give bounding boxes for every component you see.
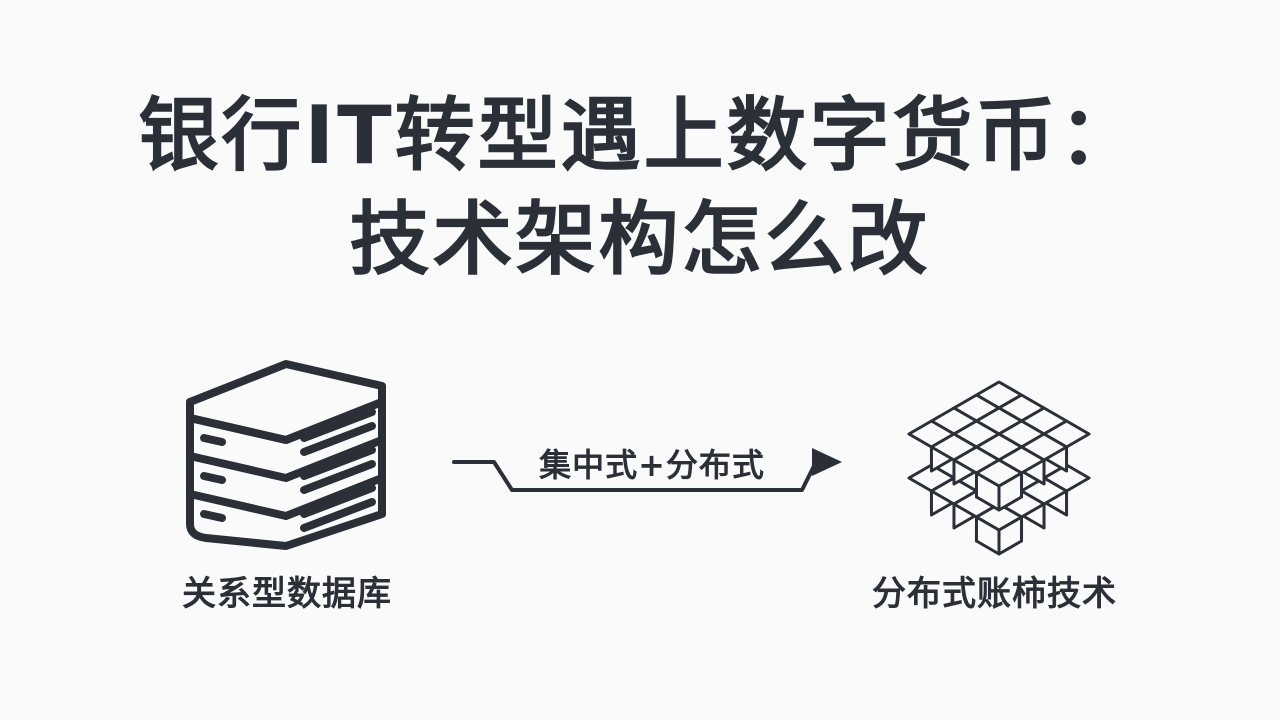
right-arrow-icon (452, 448, 842, 492)
distributed-ledger-blocks-icon (907, 380, 1091, 556)
title-line-1: 银行IT转型遇上数字货币： (138, 89, 1142, 182)
title-line-2: 技术架构怎么改 (349, 193, 931, 286)
right-node-label: 分布式账柿技术 (872, 574, 1117, 614)
database-server-stack-icon (186, 360, 386, 550)
left-node-label: 关系型数据库 (182, 574, 392, 614)
transition-label: 集中式+分布式 (539, 446, 765, 484)
cube-top-face (974, 502, 1024, 532)
cube-top-face (974, 458, 1024, 488)
